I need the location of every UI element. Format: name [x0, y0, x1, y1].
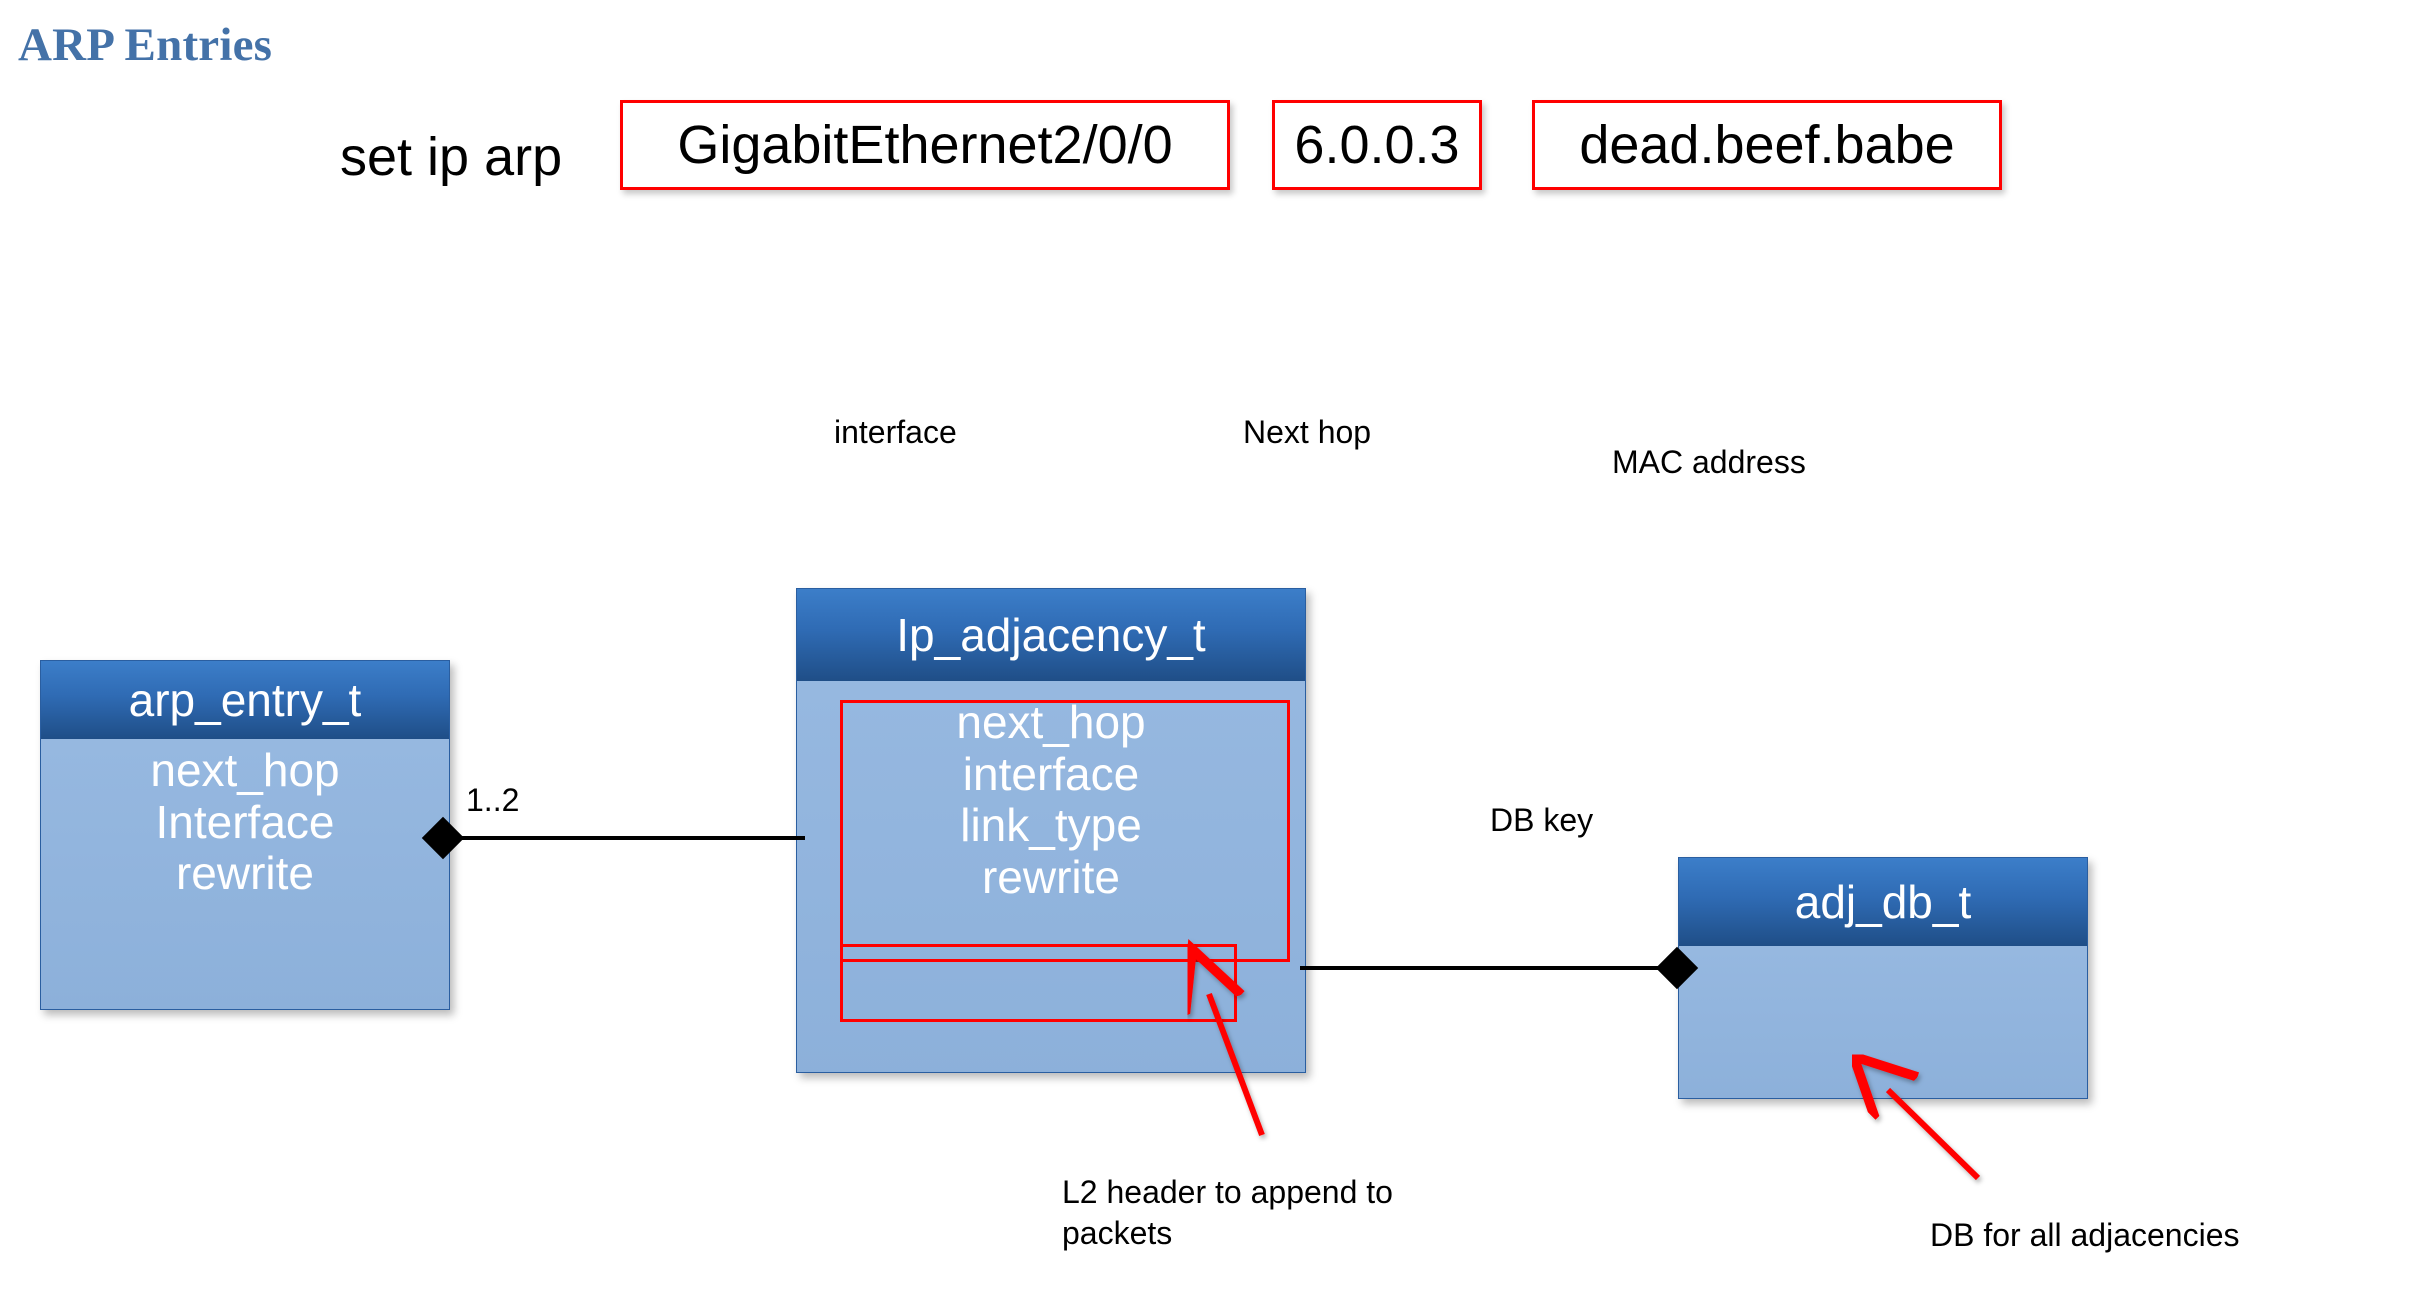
command-field-interface-value: GigabitEthernet2/0/0: [677, 115, 1173, 175]
connector-adjacency-to-adjdb: [1300, 966, 1692, 970]
class-attrs-arp-entry-t: next_hop Interface rewrite: [41, 739, 449, 1009]
command-field-mac-value: dead.beef.babe: [1579, 115, 1955, 175]
command-field-interface[interactable]: GigabitEthernet2/0/0: [620, 100, 1230, 190]
connector-arp-to-adjacency: [445, 836, 805, 840]
callout-mac-address: MAC address: [1612, 444, 1806, 480]
command-field-nexthop-value: 6.0.0.3: [1294, 115, 1460, 175]
annotation-adj-db-note: DB for all adjacencies: [1930, 1217, 2240, 1253]
attr-next-hop: next_hop: [150, 744, 340, 796]
arrow-adj-db-note-icon: [1888, 1090, 1981, 1181]
attr-interface: interface: [962, 747, 1140, 800]
class-box-adj-db-t[interactable]: adj_db_t: [1678, 857, 2088, 1099]
class-attrs-adj-db-t: [1679, 946, 2087, 1098]
annotation-rewrite-note: L2 header to append to packets: [1062, 1174, 1393, 1251]
highlight-rewrite-field: [840, 944, 1237, 1022]
command-field-mac[interactable]: dead.beef.babe: [1532, 100, 2002, 190]
attr-link-type: link_type: [960, 799, 1142, 852]
multiplicity-label: 1..2: [466, 782, 520, 818]
attr-rewrite: rewrite: [981, 850, 1121, 903]
command-field-nexthop[interactable]: 6.0.0.3: [1272, 100, 1482, 190]
annotation-db-key: DB key: [1490, 802, 1594, 838]
class-title-arp-entry-t: arp_entry_t: [41, 661, 449, 739]
class-title-ip-adjacency-t: Ip_adjacency_t: [797, 589, 1305, 681]
attr-rewrite: rewrite: [175, 847, 315, 900]
class-title-adj-db-t: adj_db_t: [1679, 858, 2087, 946]
attr-next-hop: next_hop: [956, 696, 1146, 748]
class-box-arp-entry-t[interactable]: arp_entry_t next_hop Interface rewrite: [40, 660, 450, 1010]
command-prefix: set ip arp: [340, 127, 563, 187]
attr-interface: Interface: [155, 795, 335, 848]
callout-interface: interface: [834, 414, 957, 450]
callout-next-hop: Next hop: [1243, 414, 1372, 450]
highlight-db-key-fields: [840, 700, 1290, 962]
page-title: ARP Entries: [18, 19, 273, 71]
